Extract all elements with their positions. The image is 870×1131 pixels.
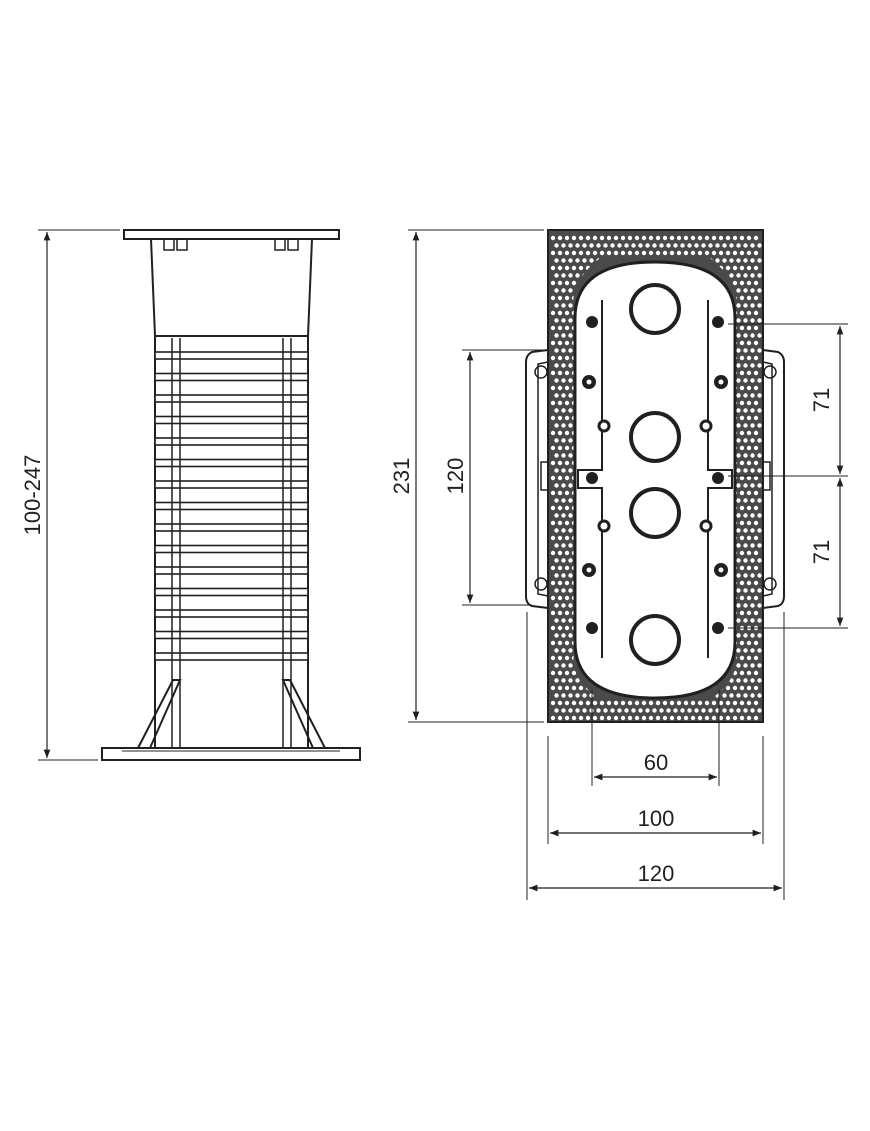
mount-spacing-dimension: 120 [443, 349, 544, 606]
rib [154, 501, 309, 511]
rib [154, 652, 309, 661]
socket-hole-4 [629, 614, 681, 666]
inner-width-label: 60 [644, 750, 668, 775]
rib [154, 351, 309, 360]
rib [154, 544, 309, 554]
rib [154, 587, 309, 597]
rib [154, 415, 309, 425]
pedestal-side-view [101, 229, 361, 761]
hole-spacing-lower-label: 71 [809, 540, 834, 564]
socket-hole-3 [629, 487, 681, 539]
rib [154, 458, 309, 468]
rib [154, 437, 309, 446]
threaded-ribs [154, 351, 309, 661]
socket-hole-2 [629, 411, 681, 463]
rib [154, 609, 309, 618]
mount-spacing-label: 120 [443, 458, 468, 495]
side-height-dimension: 100-247 [20, 229, 120, 761]
plate-height-label: 231 [389, 458, 414, 495]
rib [154, 566, 309, 575]
rib [154, 630, 309, 640]
overall-width-label: 120 [638, 861, 675, 886]
rib [154, 480, 309, 489]
plate-top-view [525, 229, 785, 723]
hole-spacing-dimensions: 71 71 [728, 323, 848, 629]
width-dimensions: 60 100 120 [526, 612, 785, 900]
rib [154, 394, 309, 403]
plate-height-dimension: 231 [389, 229, 544, 723]
rib [154, 372, 309, 382]
body-width-label: 100 [638, 806, 675, 831]
hole-spacing-upper-label: 71 [809, 388, 834, 412]
socket-hole-1 [629, 283, 681, 335]
rib [154, 523, 309, 532]
side-height-label: 100-247 [20, 455, 45, 536]
